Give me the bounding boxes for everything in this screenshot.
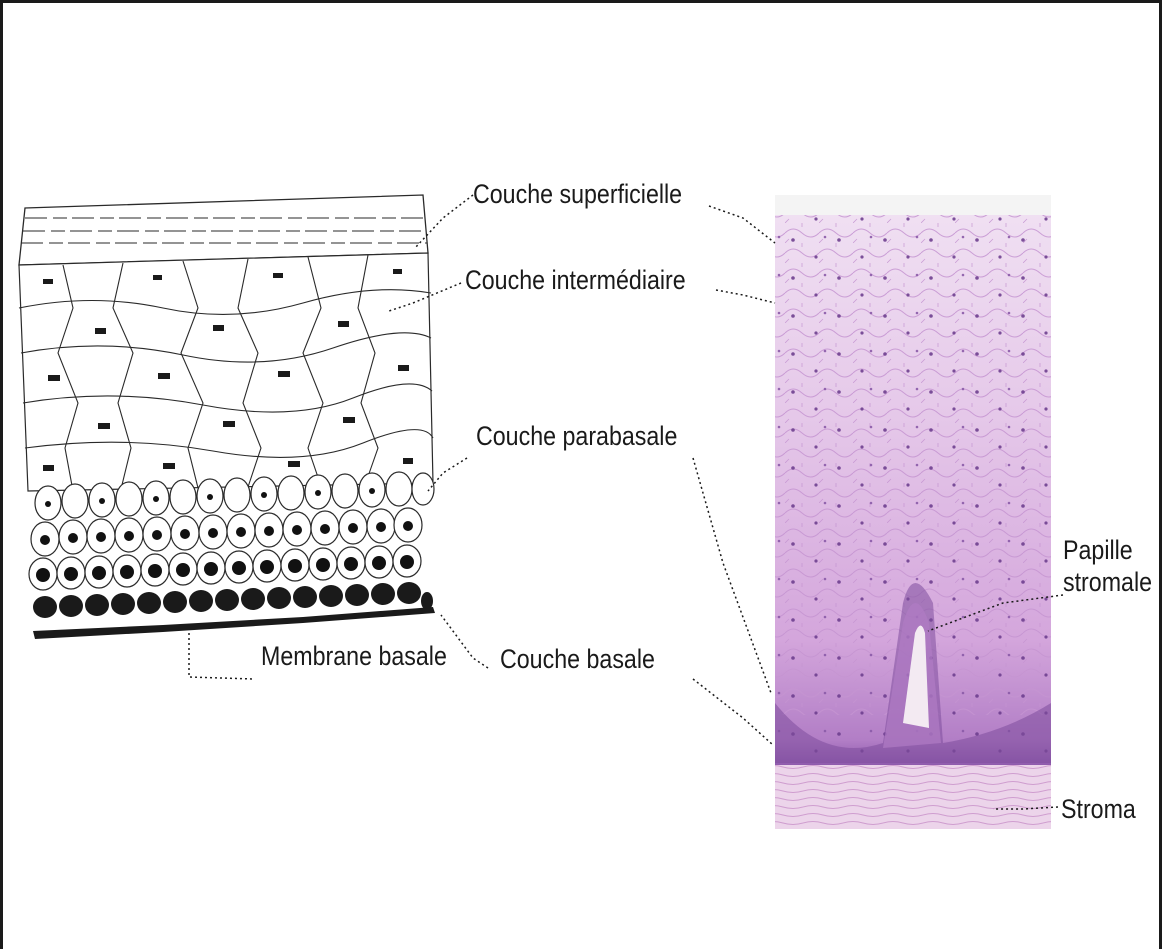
label-couche-basale: Couche basale <box>500 646 655 673</box>
label-membrane-basale: Membrane basale <box>261 643 447 670</box>
epithelium-drawing <box>19 195 435 639</box>
micrograph <box>775 195 1051 829</box>
label-couche-superficielle: Couche superficielle <box>473 181 682 208</box>
label-couche-parabasale: Couche parabasale <box>476 423 677 450</box>
label-papille-stromale: Papille stromale <box>1063 535 1152 599</box>
diagram-canvas <box>3 3 1162 952</box>
label-papille-line2: stromale <box>1063 567 1152 599</box>
label-papille-line1: Papille <box>1063 535 1152 567</box>
intermediate-cells <box>19 253 433 491</box>
label-stroma: Stroma <box>1061 796 1136 823</box>
label-couche-intermediaire: Couche intermédiaire <box>465 267 686 294</box>
